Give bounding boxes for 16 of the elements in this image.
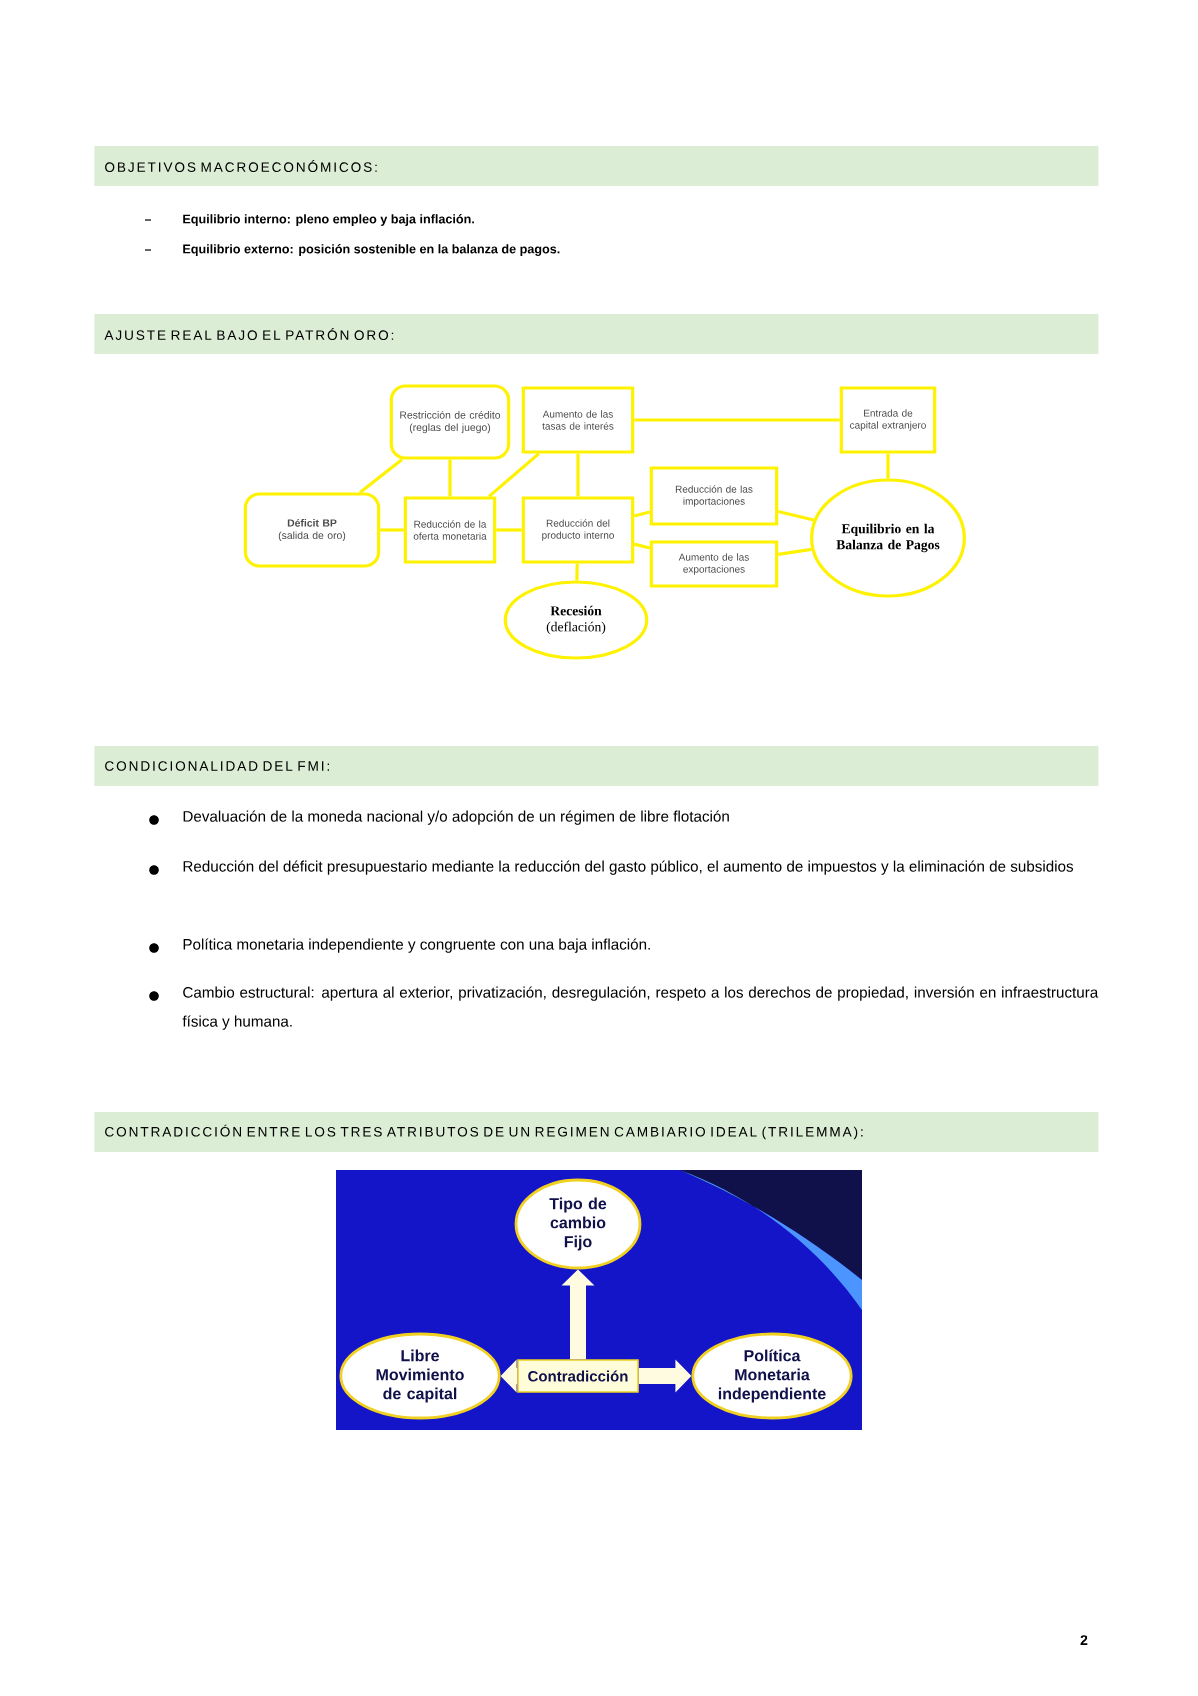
connector-line <box>886 453 890 479</box>
connector-line <box>496 528 522 532</box>
connector-line <box>380 528 404 532</box>
connector-line <box>633 542 651 550</box>
connector-line <box>633 510 651 518</box>
ellipse-node: Política Monetaria independiente <box>691 1332 853 1420</box>
connector-line <box>634 418 840 422</box>
connector-line <box>488 452 540 498</box>
ellipse-node: Tipo de cambio Fijo <box>514 1178 642 1270</box>
connector-line <box>448 459 452 497</box>
connector-line <box>575 563 579 581</box>
ellipse-node: Libre Movimiento de capital <box>339 1332 501 1420</box>
connector-line <box>778 547 812 556</box>
connector-line <box>359 458 403 494</box>
connector-line <box>777 509 815 522</box>
connector-line <box>576 453 580 497</box>
